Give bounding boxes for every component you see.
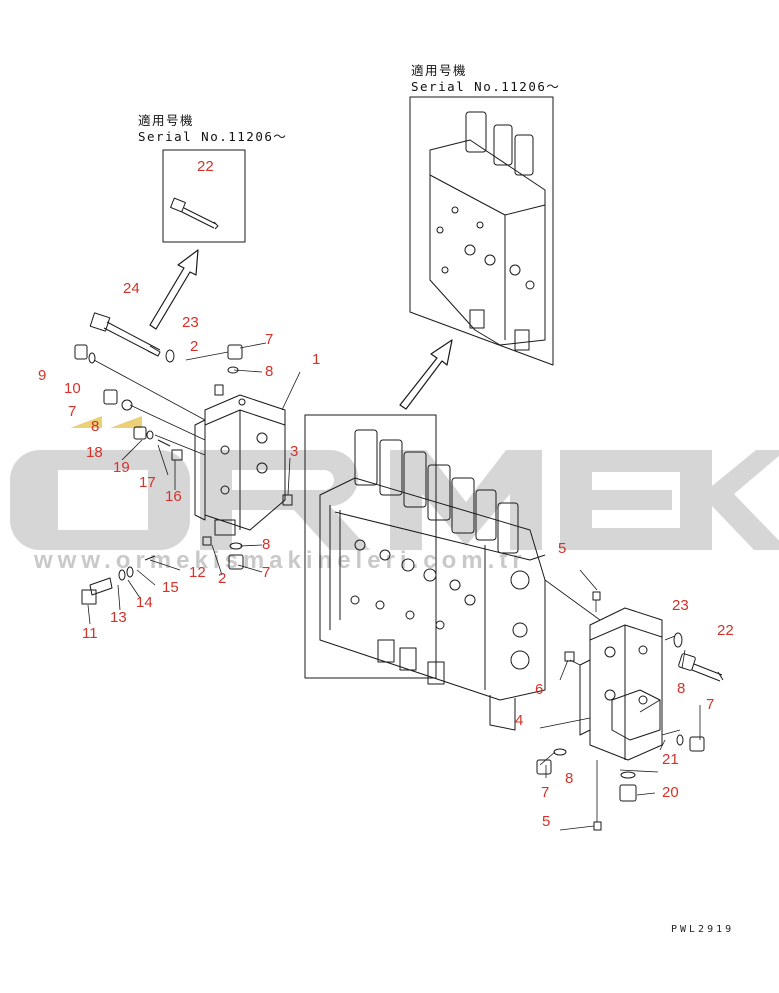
main-valve-frame (304, 414, 437, 679)
callout-23: 23 (672, 597, 689, 614)
drawing-code: PWL2919 (671, 924, 735, 935)
callout-8: 8 (91, 418, 100, 435)
callout-21: 21 (662, 751, 679, 768)
small-parts-right (536, 591, 724, 831)
callout-20: 20 (662, 784, 679, 801)
callout-8: 8 (265, 363, 274, 380)
callout-7: 7 (68, 403, 77, 420)
applicable-machines-label: 適用号機 (138, 113, 195, 128)
callout-11: 11 (82, 625, 98, 642)
callout-23: 23 (182, 314, 199, 331)
callout-2: 2 (190, 338, 199, 355)
applicable-machines-label: 適用号機 (411, 63, 468, 78)
watermark-logo (10, 416, 779, 550)
callout-6: 6 (535, 681, 544, 698)
callout-12: 12 (189, 564, 206, 581)
callout-4: 4 (515, 712, 524, 729)
callout-7: 7 (262, 564, 271, 581)
callout-8: 8 (565, 770, 574, 787)
leader-lines-right (539, 569, 701, 831)
callout-3: 3 (290, 443, 299, 460)
tie-bolt-24 (89, 312, 161, 357)
callout-2: 2 (218, 570, 227, 587)
callout-7: 7 (265, 331, 274, 348)
serial-note-right: 適用号機 Serial No.11206～ (411, 63, 560, 95)
callout-18: 18 (86, 444, 103, 461)
leader-lines-left (87, 342, 301, 625)
callout-22: 22 (717, 622, 734, 639)
valve-inset-right (429, 111, 546, 351)
callout-13: 13 (110, 609, 127, 626)
callout-24: 24 (123, 280, 140, 297)
callout-1: 1 (312, 351, 321, 368)
callout-9: 9 (38, 367, 47, 384)
callout-17: 17 (139, 474, 156, 491)
callout-7: 7 (706, 696, 715, 713)
callout-5: 5 (558, 540, 567, 557)
callout-7: 7 (541, 784, 550, 801)
inset-box-left (162, 149, 246, 243)
bolt-22-inset (170, 197, 219, 230)
serial-number-label: Serial No.11206～ (411, 79, 561, 94)
callout-8: 8 (262, 536, 271, 553)
small-parts-left (74, 344, 293, 605)
watermark-url: www.ormekismakineleri.com.tr (33, 547, 527, 574)
arrow-up-right (399, 339, 453, 410)
callout-5: 5 (542, 813, 551, 830)
right-cover-block (579, 607, 663, 761)
serial-note-left: 適用号機 Serial No.11206～ (138, 113, 287, 145)
left-cover-block (194, 394, 286, 536)
main-control-valve (319, 429, 546, 731)
callout-8: 8 (677, 680, 686, 697)
arrow-up-left (149, 249, 199, 330)
callout-19: 19 (113, 459, 130, 476)
callout-15: 15 (162, 579, 179, 596)
callout-14: 14 (136, 594, 153, 611)
callout-10: 10 (64, 380, 81, 397)
inset-box-right (409, 96, 554, 366)
callout-22: 22 (197, 158, 214, 175)
serial-number-label: Serial No.11206～ (138, 129, 288, 144)
callout-16: 16 (165, 488, 182, 505)
